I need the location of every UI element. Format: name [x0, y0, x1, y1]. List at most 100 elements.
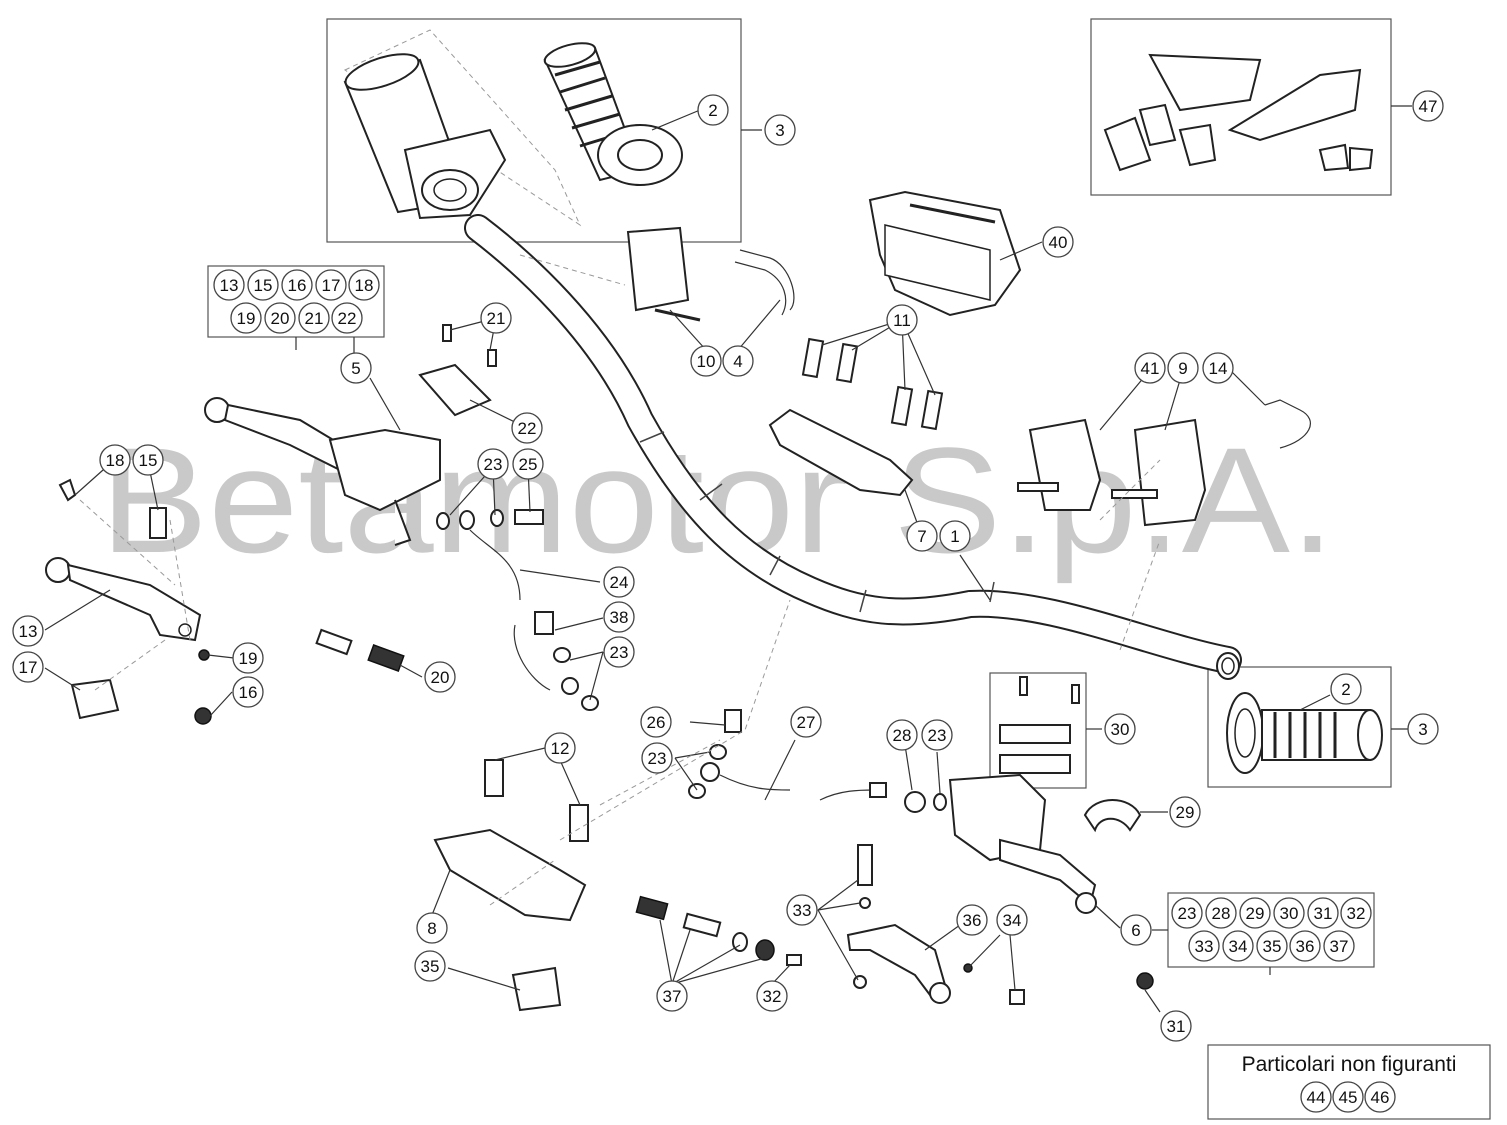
- callout-number: 36: [1296, 937, 1315, 956]
- callout-number: 21: [487, 309, 506, 328]
- callout-number: 38: [610, 608, 629, 627]
- callout-23-b: 23: [603, 636, 635, 668]
- callout-number: 16: [239, 683, 258, 702]
- callout-number: 17: [19, 658, 38, 677]
- callout-32: 32: [756, 980, 788, 1012]
- callout-number: 35: [1263, 937, 1282, 956]
- callout-23-d: 23: [641, 742, 673, 774]
- kit-part-30: 30: [1273, 897, 1305, 929]
- callout-circle: [340, 352, 372, 384]
- callout-25: 25: [512, 448, 544, 480]
- lower-clamp: [433, 828, 587, 922]
- callout-circle: [232, 642, 264, 674]
- clutch-hose: [436, 509, 599, 711]
- callout-number: 18: [106, 451, 125, 470]
- handlebar-pad-cover: [868, 190, 1022, 317]
- callout-number: 17: [322, 276, 341, 295]
- callout-circle: [247, 269, 279, 301]
- nut-31: [1136, 972, 1154, 990]
- callout-number: 47: [1419, 97, 1438, 116]
- callout-number: 23: [1178, 904, 1197, 923]
- callout-circle: [1332, 1081, 1364, 1113]
- handguard-group-box: [1090, 18, 1392, 196]
- pads-group-box: [989, 672, 1087, 789]
- callout-circle: [690, 345, 722, 377]
- spring-19: [198, 649, 210, 661]
- callout-circle: [348, 269, 380, 301]
- callout-circle: [12, 651, 44, 683]
- callout-number: 2: [1341, 680, 1350, 699]
- callout-2-top: 2: [697, 94, 729, 126]
- adjuster-37: [635, 895, 802, 966]
- callout-number: 6: [1131, 921, 1140, 940]
- right-grip: [1226, 692, 1383, 774]
- callout-circle: [603, 566, 635, 598]
- callout-35: 35: [414, 950, 446, 982]
- callout-number: 28: [1212, 904, 1231, 923]
- alignment-lines: [79, 254, 1161, 906]
- callout-number: 22: [338, 309, 357, 328]
- callout-circle: [640, 706, 672, 738]
- callout-circle: [641, 742, 673, 774]
- right-grip-group-box: [1207, 666, 1392, 788]
- callout-circle: [477, 448, 509, 480]
- callout-circle: [1167, 352, 1199, 384]
- callout-circle: [232, 676, 264, 708]
- callout-27: 27: [790, 706, 822, 738]
- callout-circle: [1340, 897, 1372, 929]
- callout-number: 34: [1003, 911, 1022, 930]
- guard-35: [511, 966, 562, 1012]
- callout-circle: [1323, 930, 1355, 962]
- callout-number: 33: [793, 901, 812, 920]
- callout-23-c: 23: [921, 719, 953, 751]
- callout-40: 40: [1042, 226, 1074, 258]
- callout-number: 13: [19, 622, 38, 641]
- callout-circle: [764, 114, 796, 146]
- callout-number: 3: [1418, 720, 1427, 739]
- kit-part-34: 34: [1222, 930, 1254, 962]
- upper-clamp: [768, 408, 914, 497]
- callout-circle: [511, 412, 543, 444]
- callout-number: 35: [421, 957, 440, 976]
- callout-38: 38: [603, 601, 635, 633]
- callout-37: 37: [656, 980, 688, 1012]
- callout-number: 15: [254, 276, 273, 295]
- handlebar: [464, 214, 1242, 680]
- kit-part-15: 15: [247, 269, 279, 301]
- callout-36: 36: [956, 904, 988, 936]
- riser-bolts: [801, 337, 944, 431]
- callout-circle: [1330, 673, 1362, 705]
- callout-circle: [1289, 930, 1321, 962]
- riser-bolts-12: [484, 759, 589, 842]
- callout-number: 9: [1178, 359, 1187, 378]
- callout-number: 34: [1229, 937, 1248, 956]
- callout-circle: [264, 302, 296, 334]
- bolt-33: [853, 844, 873, 989]
- callout-number: 29: [1246, 904, 1265, 923]
- callout-number: 45: [1339, 1088, 1358, 1107]
- callout-circle: [756, 980, 788, 1012]
- kit-part-28: 28: [1205, 897, 1237, 929]
- callout-30: 30: [1104, 713, 1136, 745]
- callout-circle: [12, 615, 44, 647]
- callout-number: 5: [351, 359, 360, 378]
- callout-number: 29: [1176, 803, 1195, 822]
- callout-33: 33: [786, 894, 818, 926]
- kit-part-31: 31: [1307, 897, 1339, 929]
- callout-number: 12: [551, 739, 570, 758]
- callout-circle: [996, 904, 1028, 936]
- callout-number: 19: [237, 309, 256, 328]
- callout-number: 21: [305, 309, 324, 328]
- kit-part-21: 21: [298, 302, 330, 334]
- kit-part-23: 23: [1171, 897, 1203, 929]
- callout-number: 23: [484, 455, 503, 474]
- callout-28: 28: [886, 719, 918, 751]
- callout-number: 36: [963, 911, 982, 930]
- adjuster-20: [315, 628, 405, 672]
- kit-part-35: 35: [1256, 930, 1288, 962]
- not-shown-title: Particolari non figuranti: [1242, 1053, 1457, 1076]
- callout-circle: [298, 302, 330, 334]
- callout-21: 21: [480, 302, 512, 334]
- callout-number: 32: [1347, 904, 1366, 923]
- callout-number: 20: [431, 668, 450, 687]
